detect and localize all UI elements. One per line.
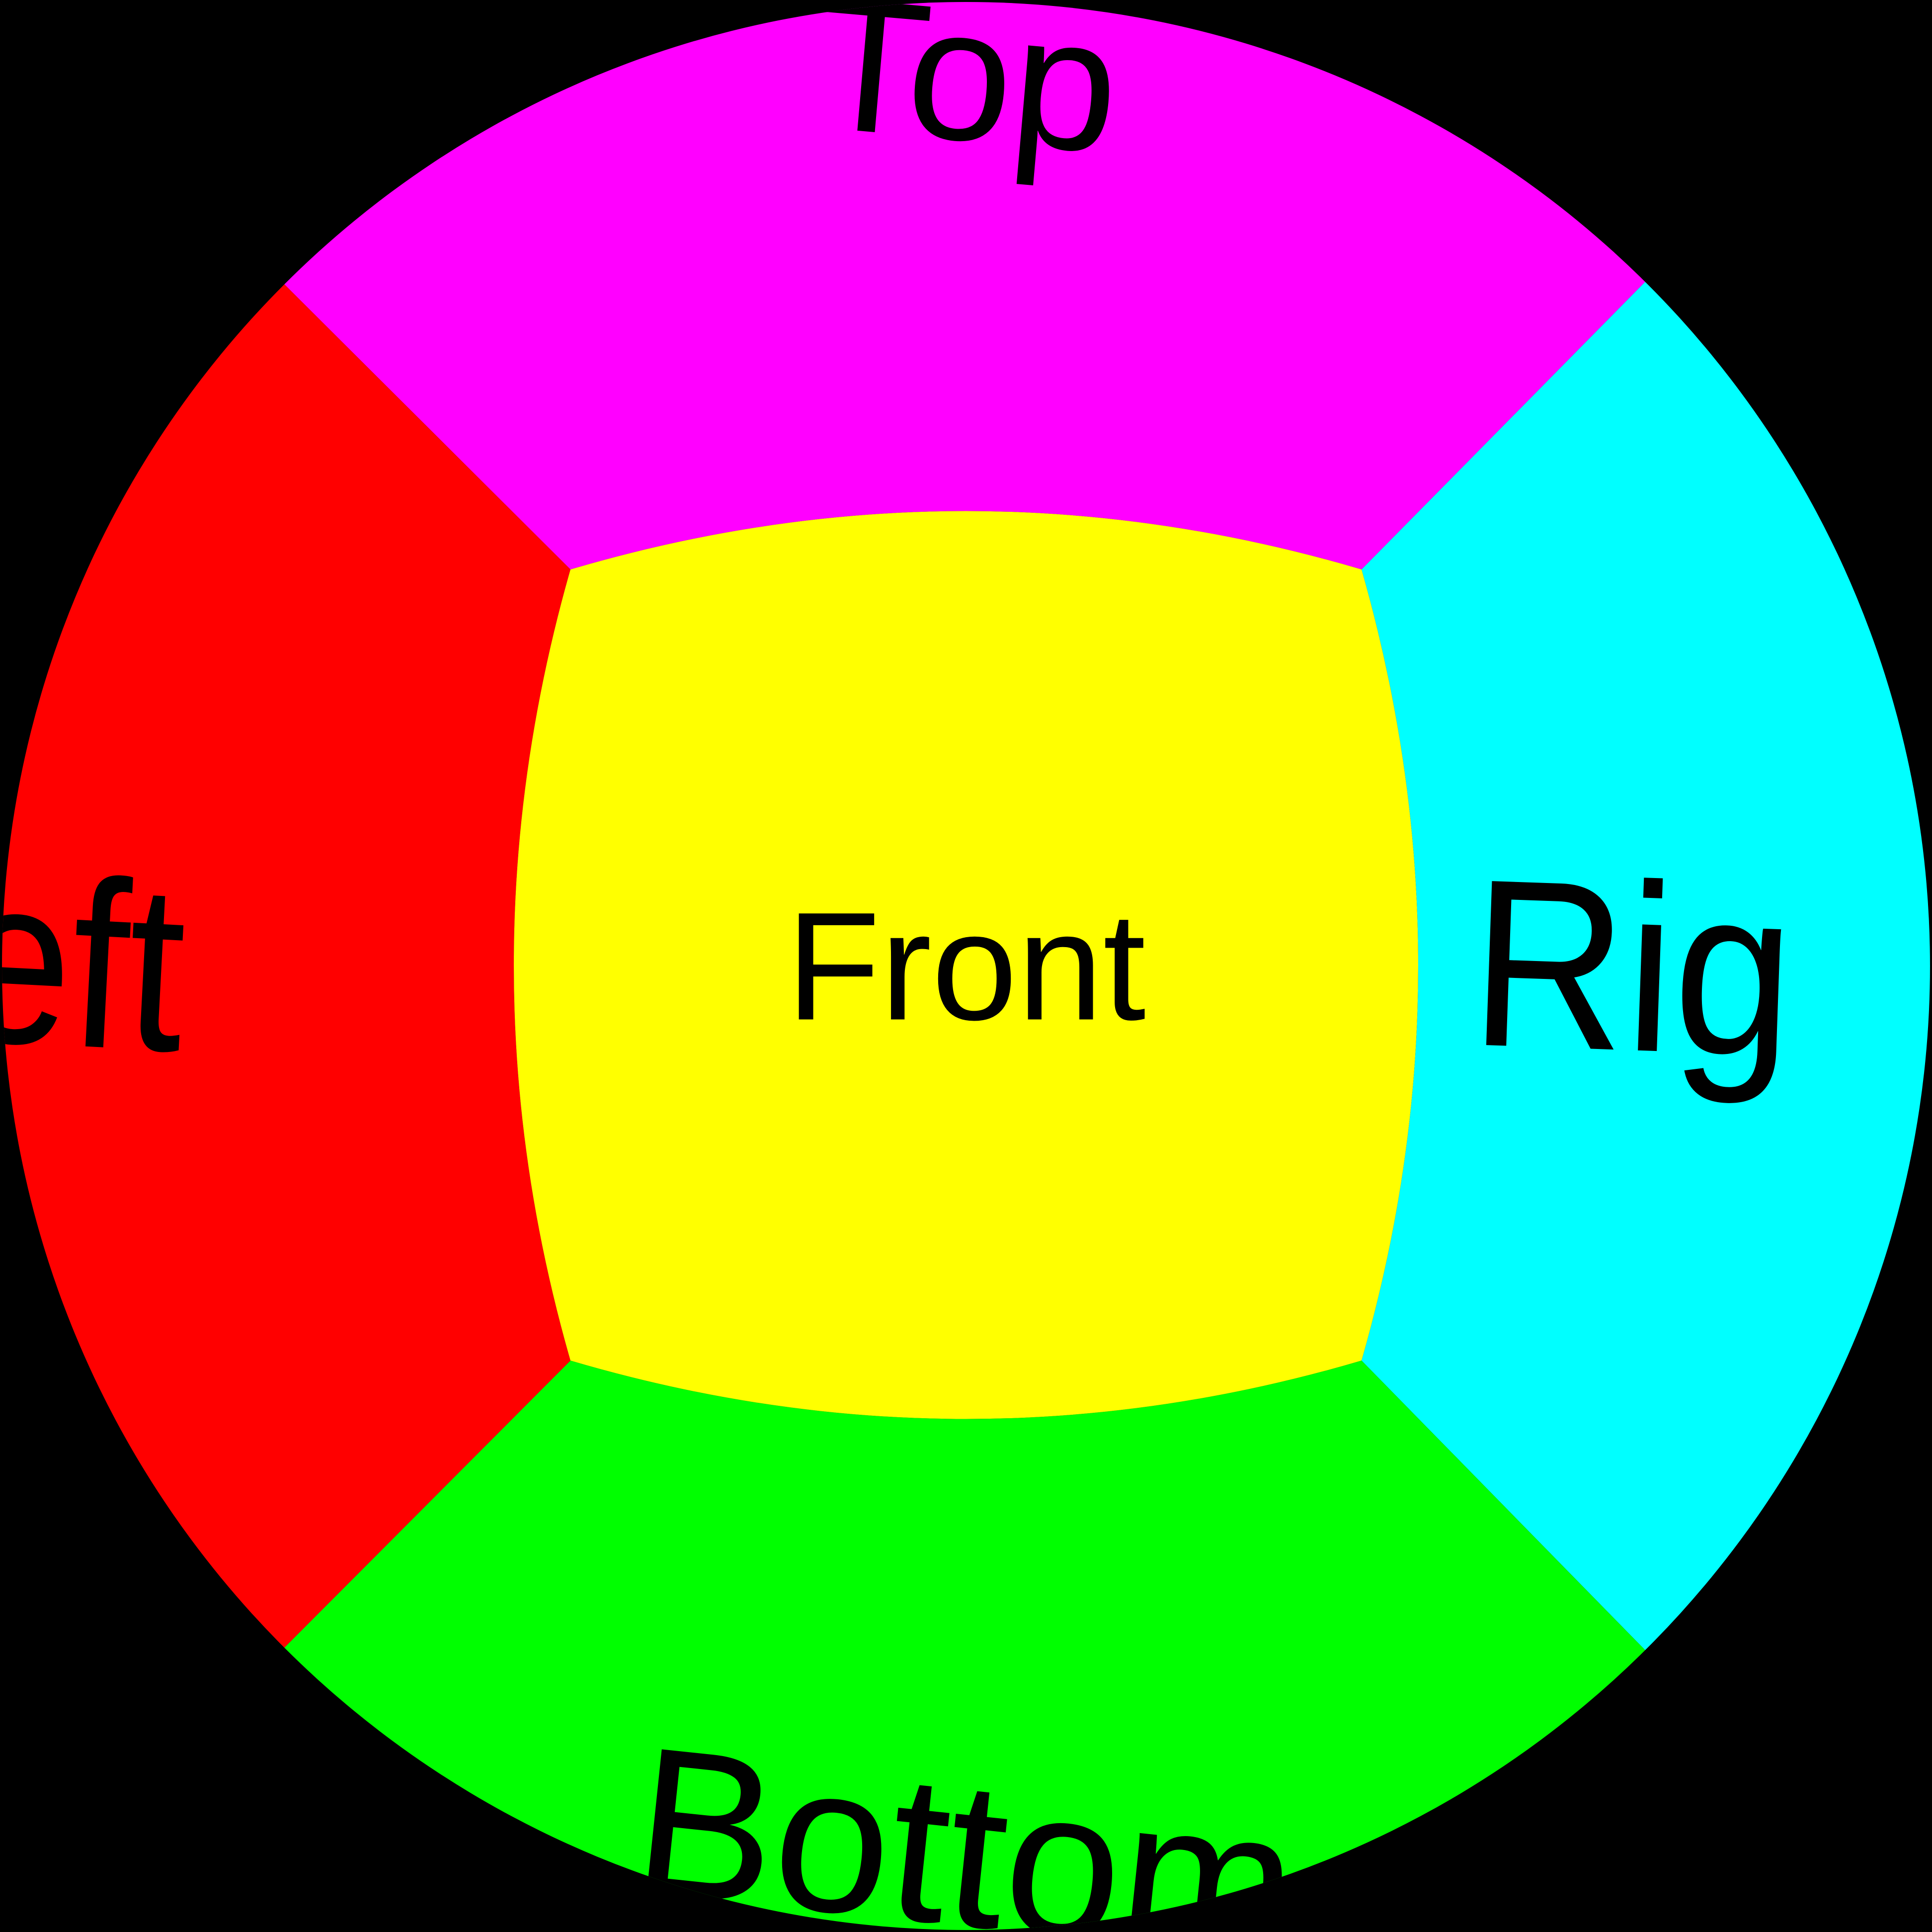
left-face: [2, 2, 570, 1930]
front-label: Front: [786, 880, 1146, 1052]
bottom-face: [2, 1361, 1930, 1930]
right-face: [1362, 2, 1930, 1930]
right-label: Rig: [1467, 829, 1798, 1108]
left-label: eft: [0, 824, 192, 1102]
top-face: [2, 2, 1930, 569]
top-label: Top: [805, 0, 1127, 194]
front-face: [514, 511, 1418, 1419]
